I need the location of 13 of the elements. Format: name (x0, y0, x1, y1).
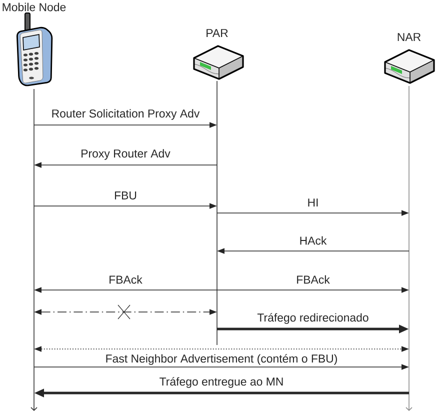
edge-label: Proxy Router Adv (80, 148, 171, 160)
node-label: PAR (206, 29, 228, 37)
edge-label: HAck (298, 236, 328, 246)
edge-label: FBAck (108, 274, 143, 284)
node-label: Mobile Node (2, 2, 66, 12)
node-label: NAR (398, 33, 421, 41)
edge-label: FBU (113, 190, 138, 200)
edge-label: Tráfego redirecionado (256, 312, 370, 324)
edge-label: HI (306, 198, 320, 208)
edge-label: Tráfego entregue ao MN (158, 376, 284, 388)
edge-label: Fast Neighbor Advertisement (contém o FBU) (104, 354, 338, 366)
edge-label: FBAck (296, 274, 330, 284)
edge-label: Router Solicitation Proxy Adv (50, 108, 200, 120)
